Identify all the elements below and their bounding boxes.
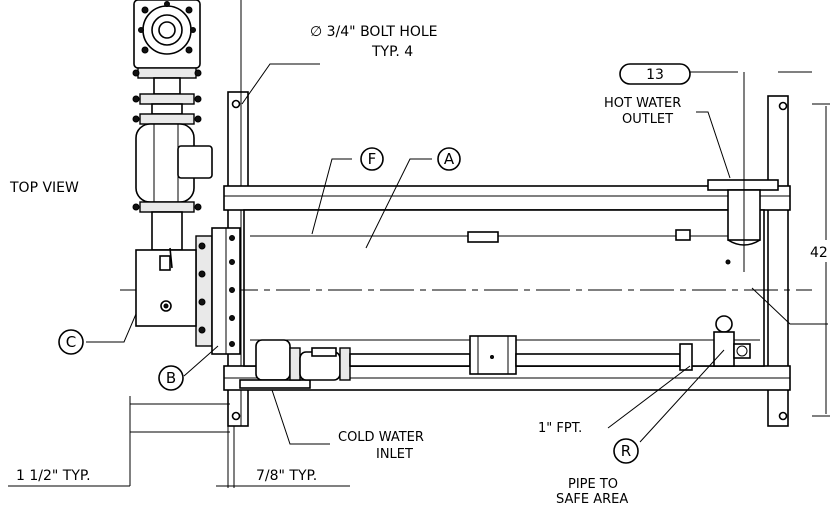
height-dimension: 42 [810, 103, 830, 417]
hot-water-callout-line2: OUTLET [622, 112, 673, 127]
balloon-r: R [613, 438, 639, 464]
left-edge-dimension: 1 1/2" TYP. [8, 396, 230, 487]
bolt-hole-callout-line1: ∅ 3/4" BOLT HOLE [310, 24, 438, 40]
balloon-b-label: B [166, 369, 176, 387]
control-box [135, 247, 197, 327]
inlet-piping-assembly [132, 0, 213, 251]
balloon-c: C [58, 329, 84, 355]
cold-water-callout-line1: COLD WATER [338, 430, 424, 445]
balloon-f-label: F [368, 150, 377, 168]
bolt-hole-top-right-icon [778, 101, 788, 111]
balloon-r-label: R [621, 442, 631, 460]
balloon-c-label: C [66, 333, 76, 351]
fpt-callout: 1" FPT. [538, 421, 582, 436]
balloon-b: B [158, 365, 184, 391]
balloon-a: A [437, 147, 461, 171]
bolt-hole-bottom-right-icon [778, 411, 788, 421]
right-support-plate [767, 95, 789, 427]
balloon-f: F [360, 147, 384, 171]
pipe-callout-line1: PIPE TO [568, 477, 618, 492]
outlet-offset-dimension: 13 [619, 63, 812, 272]
cold-water-inlet-piping [239, 315, 751, 389]
bolt-hole-bottom-left-icon [231, 411, 241, 421]
left-edge-dimension-text: 1 1/2" TYP. [16, 468, 91, 484]
bottom-edge-dimension-text: 7/8" TYP. [256, 468, 317, 484]
bolt-hole-callout-line2: TYP. 4 [371, 44, 413, 60]
leader-lines [86, 63, 828, 445]
pipe-callout-line2: SAFE AREA [556, 492, 628, 507]
balloon-a-label: A [444, 150, 455, 168]
view-title: TOP VIEW [9, 180, 79, 196]
height-value: 42 [810, 245, 828, 261]
outlet-offset-value: 13 [646, 67, 664, 83]
cold-water-callout-line2: INLET [376, 447, 413, 462]
bottom-edge-dimension: 7/8" TYP. [216, 426, 350, 488]
hot-water-callout-line1: HOT WATER [604, 96, 681, 111]
bolt-hole-top-left-icon [231, 99, 241, 109]
heater-flange [195, 227, 241, 355]
